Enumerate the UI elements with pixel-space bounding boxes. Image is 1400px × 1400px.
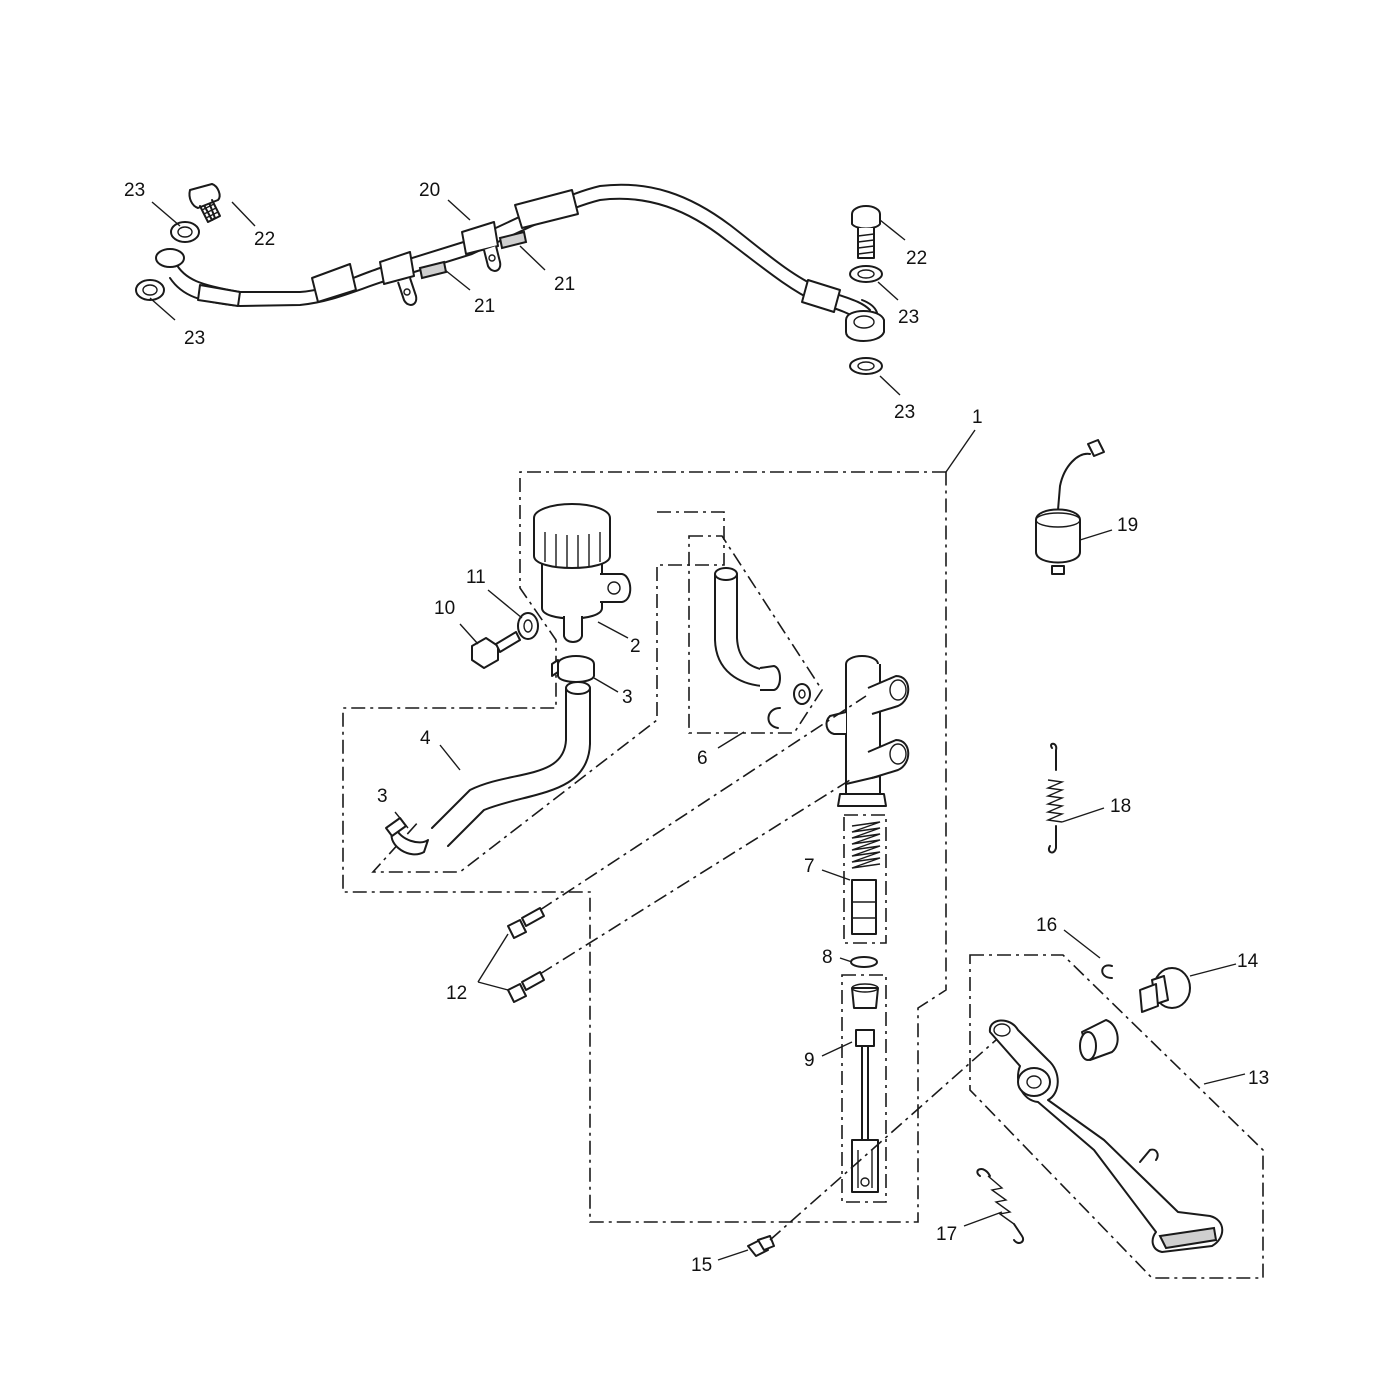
- brake-pedal: [988, 1019, 1224, 1253]
- hose-clip-upper: [551, 655, 595, 683]
- alignment-lines: [539, 695, 997, 1241]
- elbow-fitting: [714, 567, 811, 729]
- banjo-bolt-left: [188, 183, 221, 223]
- piston-kit-boundary: [843, 814, 887, 944]
- pedal-bushing: [1079, 1019, 1119, 1061]
- pedal-pivot-bolt: [1139, 967, 1191, 1013]
- callout-2: 2: [630, 636, 641, 657]
- washer-right-bottom: [849, 357, 883, 375]
- callout-23: 23: [894, 402, 915, 423]
- washer-right-top: [849, 265, 883, 283]
- callout-16: 16: [1036, 915, 1057, 936]
- brake-light-switch-spring: [1045, 742, 1065, 854]
- o-ring-seal: [850, 956, 878, 968]
- callout-19: 19: [1117, 515, 1138, 536]
- pushrod-boundary: [841, 974, 887, 1203]
- callout-14: 14: [1237, 951, 1259, 972]
- callout-4: 4: [420, 728, 431, 749]
- reservoir-hose: [431, 681, 591, 847]
- callout-8: 8: [822, 947, 833, 968]
- callout-7: 7: [804, 856, 815, 877]
- pivot-bolt: [747, 1235, 775, 1257]
- reservoir-bolt: [471, 631, 521, 669]
- piston: [851, 879, 877, 935]
- mounting-bolt-lower: [507, 971, 545, 1003]
- callout-11: 11: [466, 567, 486, 588]
- callout-23: 23: [124, 180, 145, 201]
- pedal-boundary-13: [969, 954, 1264, 1279]
- callout-9: 9: [804, 1050, 815, 1071]
- callout-13: 13: [1248, 1068, 1269, 1089]
- washer-left-top: [170, 221, 200, 243]
- hose-clip-lower: [385, 817, 429, 856]
- banjo-fittings: [135, 183, 885, 375]
- callout-3: 3: [377, 786, 388, 807]
- callout-23: 23: [898, 307, 919, 328]
- washer-left-bottom: [135, 279, 165, 301]
- banjo-bolt-right: [851, 205, 881, 259]
- callout-labels: 23 22 23 20 21 21 22 23 23 1 19 11 10 2 …: [124, 180, 1269, 1276]
- callout-20: 20: [419, 180, 440, 201]
- assembly-boundary-1: [342, 471, 947, 1223]
- callout-23: 23: [184, 328, 205, 349]
- brake-hose-assembly: [155, 183, 879, 325]
- callout-15: 15: [691, 1255, 712, 1276]
- pushrod-assembly: [851, 983, 879, 1193]
- callout-21: 21: [474, 296, 495, 317]
- reservoir-hose-boundary: [371, 511, 725, 873]
- fluid-reservoir: [533, 503, 632, 643]
- callout-3: 3: [622, 687, 633, 708]
- return-spring: [976, 1168, 1024, 1244]
- callout-6: 6: [697, 748, 708, 769]
- piston-spring: [851, 821, 881, 869]
- callout-22: 22: [254, 229, 275, 250]
- mounting-bolt-upper: [507, 907, 545, 939]
- callout-1: 1: [972, 407, 983, 428]
- callout-10: 10: [434, 598, 455, 619]
- callout-18: 18: [1110, 796, 1131, 817]
- callout-21: 21: [554, 274, 575, 295]
- elbow-boundary: [688, 535, 823, 734]
- master-cylinder-body: [825, 655, 910, 807]
- callout-22: 22: [906, 248, 927, 269]
- brake-light-switch: [1035, 439, 1105, 575]
- callout-12: 12: [446, 983, 467, 1004]
- circlip: [1101, 964, 1113, 979]
- reservoir-washer: [517, 612, 539, 640]
- callout-17: 17: [936, 1224, 957, 1245]
- leader-lines: [149, 199, 1246, 1261]
